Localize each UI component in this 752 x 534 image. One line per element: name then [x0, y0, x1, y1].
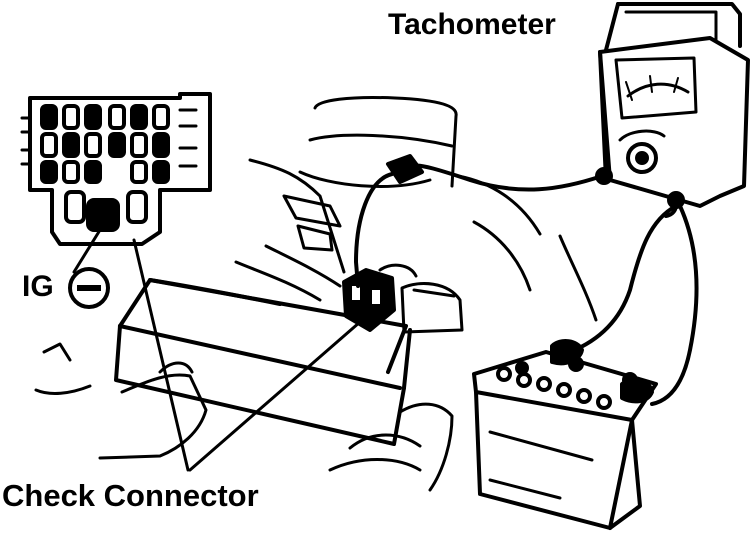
leader-lines: [72, 228, 362, 472]
check-connector-label: Check Connector: [2, 478, 259, 513]
hands: [34, 342, 454, 492]
minus-circle-icon: [68, 267, 110, 309]
engine-component-box: [114, 278, 412, 446]
connector-inset: [20, 92, 212, 246]
ig-terminal: [86, 198, 120, 232]
battery: [472, 350, 658, 530]
tachometer-label: Tachometer: [388, 8, 556, 41]
ig-label: IG: [22, 270, 54, 303]
engine-outline: [234, 96, 598, 334]
tachometer-meter: [598, 2, 750, 208]
